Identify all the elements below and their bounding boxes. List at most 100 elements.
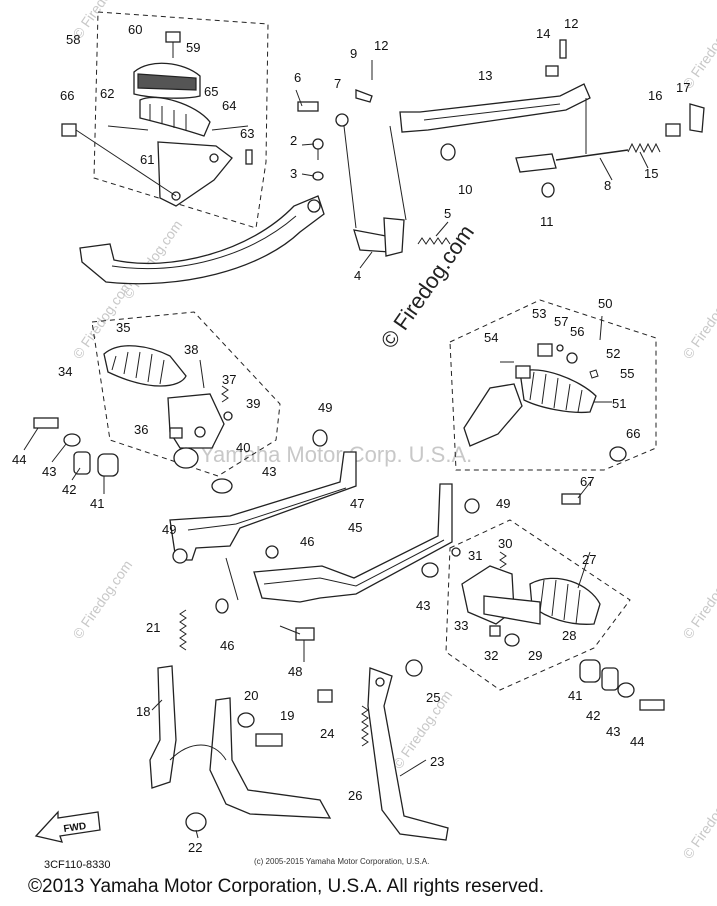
part-label-51: 51: [612, 396, 626, 411]
frame-brackets: [169, 429, 480, 641]
part-label-61: 61: [140, 152, 154, 167]
part-labels: 2 3 4 5 6 7 8 9 10 11 12 12 13 14 15 16 …: [12, 16, 690, 855]
part-label-52: 52: [606, 346, 620, 361]
part-label-47: 47: [350, 496, 364, 511]
footrest-assembly-27: [451, 547, 665, 711]
group-box-50: [449, 299, 657, 471]
part-label-53: 53: [532, 306, 546, 321]
part-label-20: 20: [244, 688, 258, 703]
fwd-label: FWD: [63, 821, 87, 835]
part-label-40: 40: [236, 440, 250, 455]
part-label-64: 64: [222, 98, 236, 113]
part-label-43d: 43: [606, 724, 620, 739]
part-label-13: 13: [478, 68, 492, 83]
part-label-31: 31: [468, 548, 482, 563]
part-label-44a: 44: [12, 452, 26, 467]
part-label-26: 26: [348, 788, 362, 803]
part-label-48: 48: [288, 664, 302, 679]
part-label-28: 28: [562, 628, 576, 643]
watermark-small: © Firedog.com: [679, 277, 717, 362]
part-label-46a: 46: [300, 534, 314, 549]
part-label-35: 35: [116, 320, 130, 335]
part-label-5: 5: [444, 206, 451, 221]
part-label-46b: 46: [220, 638, 234, 653]
part-label-12a: 12: [374, 38, 388, 53]
part-label-34: 34: [58, 364, 72, 379]
part-label-25: 25: [426, 690, 440, 705]
part-label-18: 18: [136, 704, 150, 719]
part-label-54: 54: [484, 330, 498, 345]
watermark-small: © Firedog.com: [679, 777, 717, 862]
watermark-small: © Firedog.com: [69, 557, 135, 642]
part-label-23: 23: [430, 754, 444, 769]
part-label-15: 15: [644, 166, 658, 181]
brake-pedal-arm: [79, 195, 325, 285]
side-stand-23: [367, 667, 449, 841]
part-label-57: 57: [554, 314, 568, 329]
part-label-17: 17: [676, 80, 690, 95]
part-label-43b: 43: [262, 464, 276, 479]
part-label-10: 10: [458, 182, 472, 197]
footrest-assembly-50: [463, 343, 627, 505]
part-label-45: 45: [348, 520, 362, 535]
part-label-49c: 49: [496, 496, 510, 511]
part-label-9: 9: [350, 46, 357, 61]
group-box-34: [91, 311, 281, 477]
part-label-62: 62: [100, 86, 114, 101]
part-label-49a: 49: [318, 400, 332, 415]
part-label-4: 4: [354, 268, 361, 283]
watermark-small: © Firedog.com: [389, 687, 455, 772]
part-label-33: 33: [454, 618, 468, 633]
part-label-32: 32: [484, 648, 498, 663]
part-label-56: 56: [570, 324, 584, 339]
part-label-65: 65: [204, 84, 218, 99]
part-label-39: 39: [246, 396, 260, 411]
part-label-42b: 42: [586, 708, 600, 723]
part-label-30: 30: [498, 536, 512, 551]
part-label-63: 63: [240, 126, 254, 141]
part-label-12b: 12: [564, 16, 578, 31]
part-label-42a: 42: [62, 482, 76, 497]
copyright-notice: ©2013 Yamaha Motor Corporation, U.S.A. A…: [28, 876, 544, 897]
shift-linkage-13: [399, 39, 705, 198]
part-label-7: 7: [334, 76, 341, 91]
watermark-small: © Firedog.com: [119, 217, 185, 302]
part-label-50: 50: [598, 296, 612, 311]
part-label-67: 67: [580, 474, 594, 489]
part-label-27: 27: [582, 552, 596, 567]
part-label-41b: 41: [568, 688, 582, 703]
part-label-55: 55: [620, 366, 634, 381]
part-label-22: 22: [188, 840, 202, 855]
footrest-assembly-34: [33, 345, 233, 494]
part-label-16: 16: [648, 88, 662, 103]
part-label-66a: 66: [60, 88, 74, 103]
part-label-59: 59: [186, 40, 200, 55]
part-label-3: 3: [290, 166, 297, 181]
part-label-41a: 41: [90, 496, 104, 511]
group-box-27: [445, 519, 631, 691]
part-label-6: 6: [294, 70, 301, 85]
part-label-60: 60: [128, 22, 142, 37]
part-label-43a: 43: [42, 464, 56, 479]
part-label-49b: 49: [162, 522, 176, 537]
part-label-24: 24: [320, 726, 334, 741]
part-label-43c: 43: [416, 598, 430, 613]
watermark-yamaha: Yamaha Motor Corp. U.S.A.: [200, 442, 472, 467]
part-label-14: 14: [536, 26, 550, 41]
part-label-11: 11: [540, 214, 554, 229]
part-label-58: 58: [66, 32, 80, 47]
part-label-21: 21: [146, 620, 160, 635]
part-label-44b: 44: [630, 734, 644, 749]
footrest-assembly-58: [61, 31, 253, 207]
main-stand-18: [149, 609, 423, 832]
fwd-arrow: FWD: [34, 810, 101, 843]
leader-lines: [23, 89, 649, 839]
part-label-2: 2: [290, 133, 297, 148]
part-label-38: 38: [184, 342, 198, 357]
small-copyright: (c) 2005-2015 Yamaha Motor Corporation, …: [254, 857, 429, 866]
part-label-66b: 66: [626, 426, 640, 441]
watermark-small: © Firedog.com: [679, 557, 717, 642]
part-label-36: 36: [134, 422, 148, 437]
part-label-37: 37: [222, 372, 236, 387]
